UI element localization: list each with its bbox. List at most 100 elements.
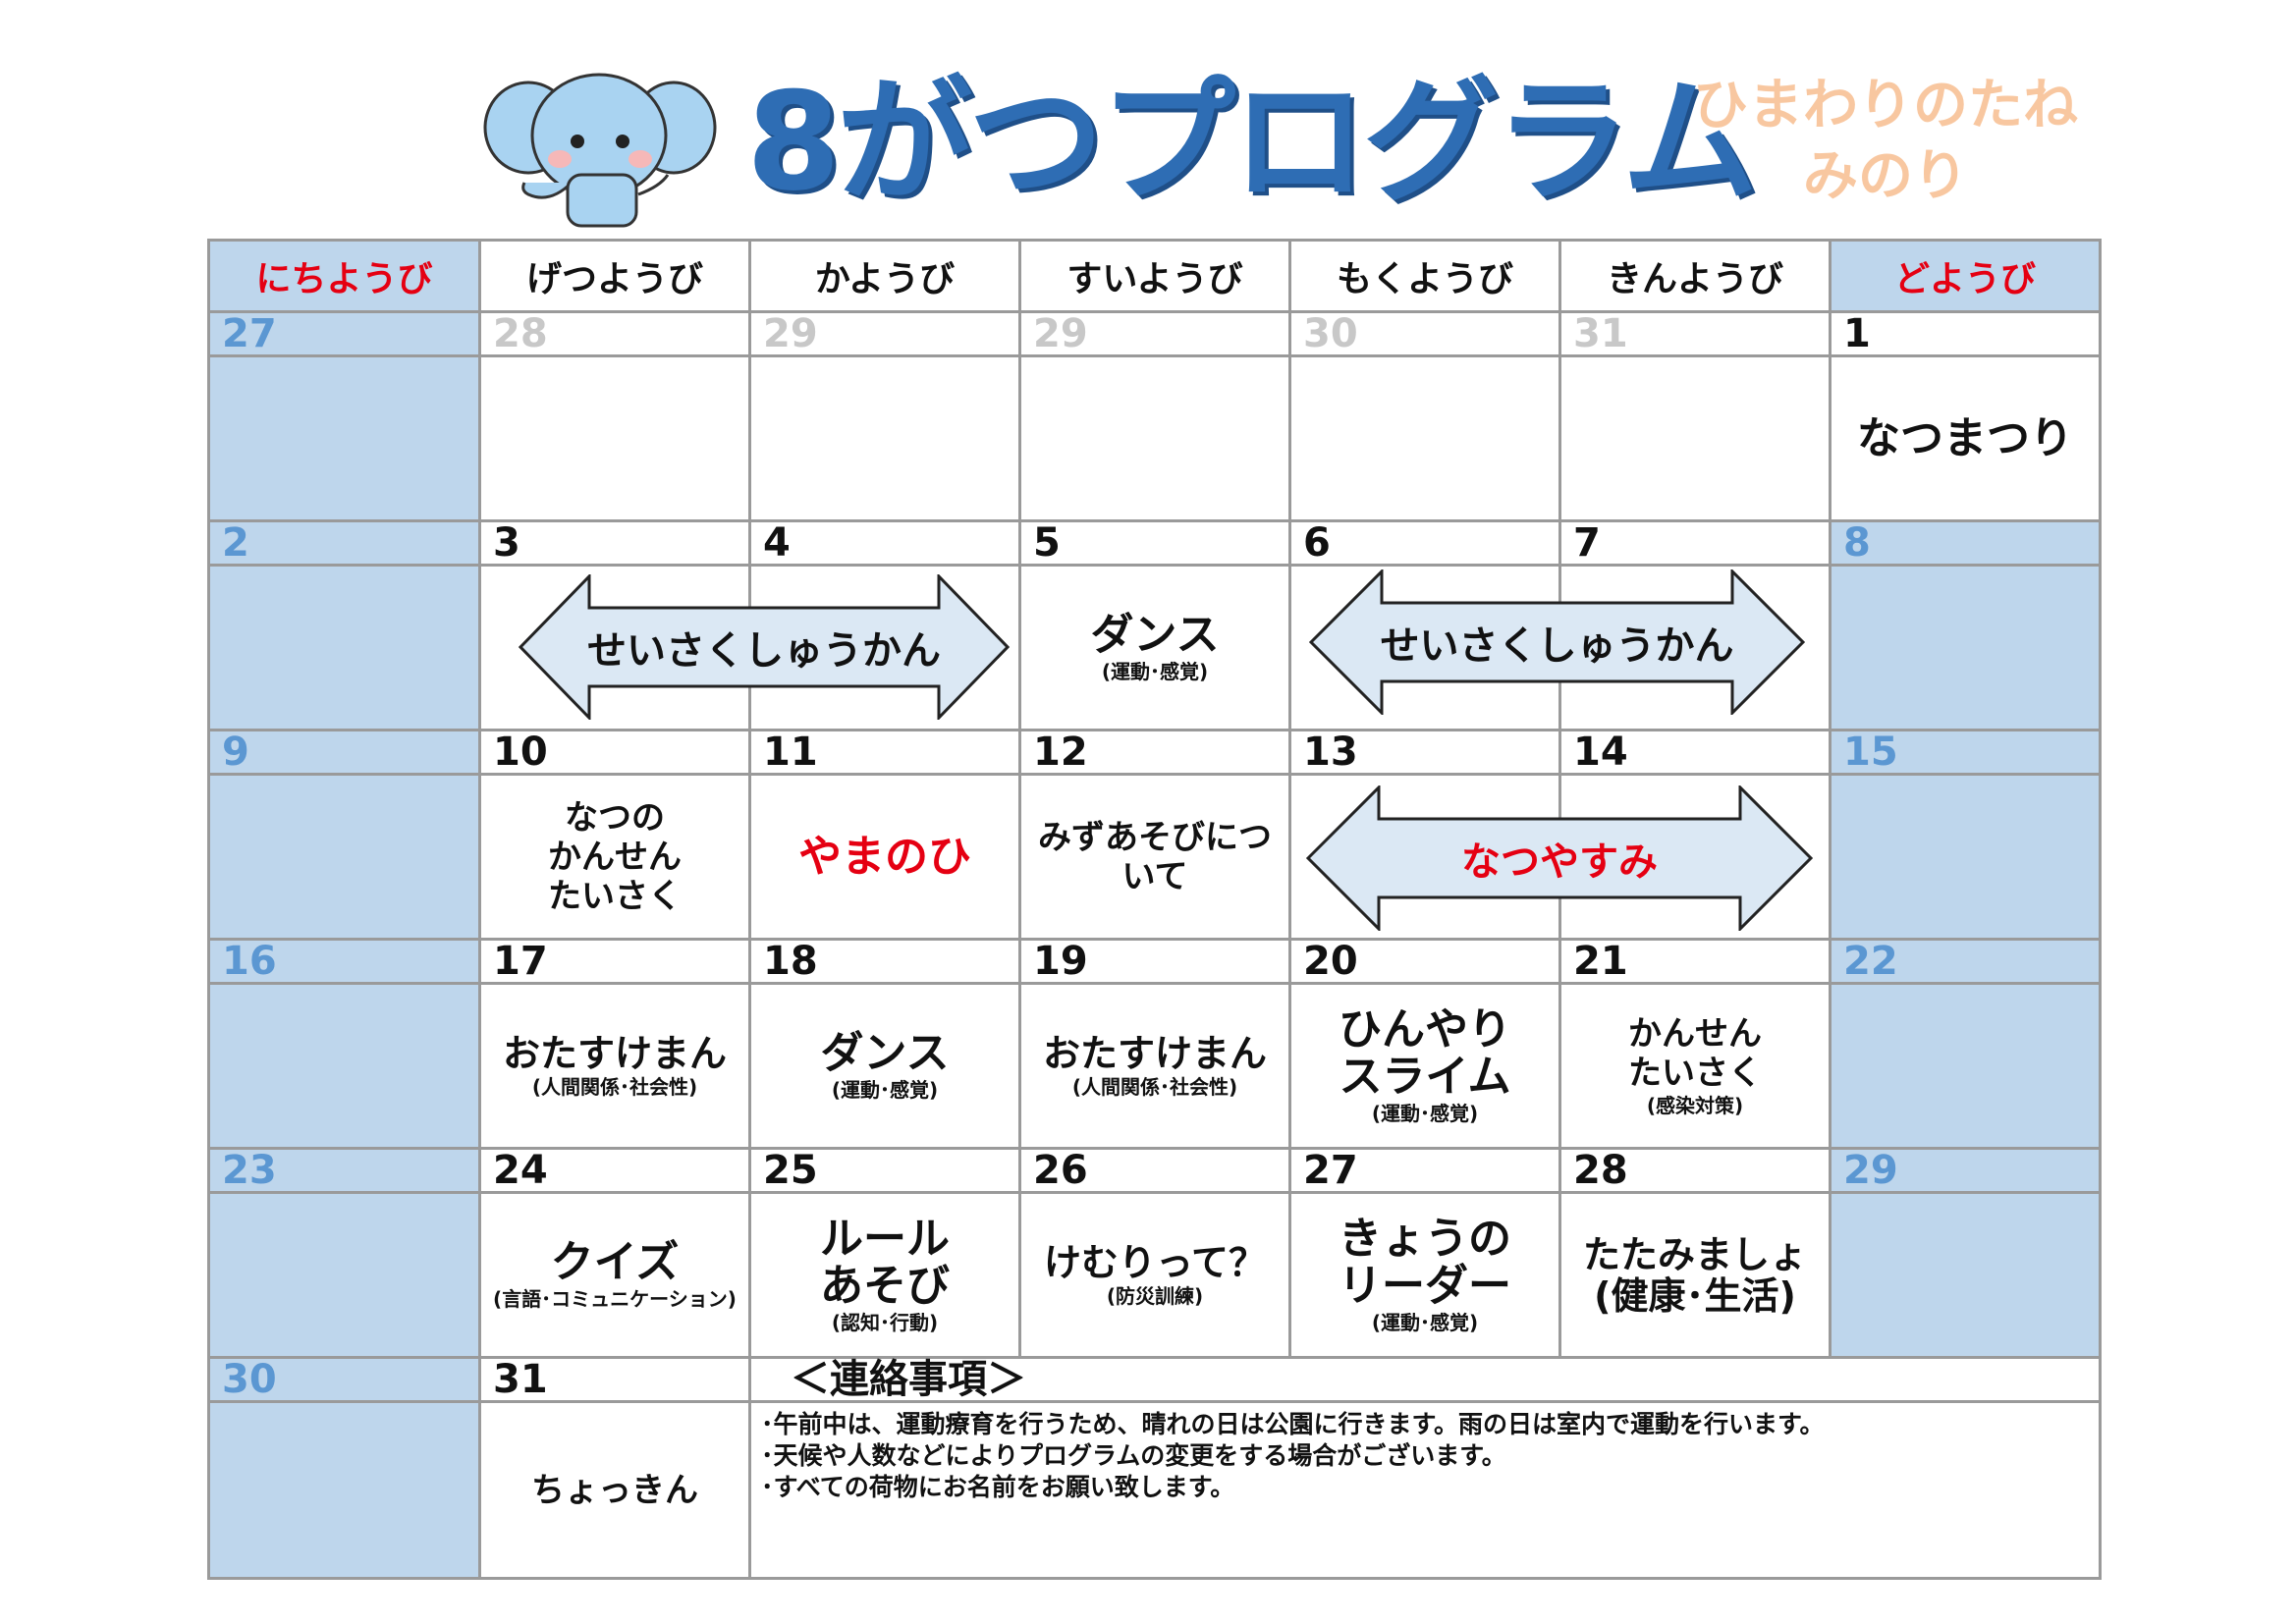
weekday-tuesday: かようび <box>748 239 1021 313</box>
day-cell <box>1829 1191 2102 1359</box>
date-number: 11 <box>748 729 1021 776</box>
event-category: (認知･行動) <box>831 1310 939 1334</box>
day-cell <box>1558 354 1831 522</box>
event-title: おたすけまん <box>502 1031 727 1075</box>
date-number: 25 <box>748 1147 1021 1194</box>
notes-heading: ＜連絡事項＞ <box>748 1356 2102 1403</box>
notes-line: ･午前中は、運動療育を行うため、晴れの日は公園に行きます。雨の日は室内で運動を行… <box>761 1410 1825 1438</box>
event-category: (人間関係･社会性) <box>531 1074 698 1099</box>
date-number: 27 <box>207 310 481 357</box>
day-cell: ひんやり スライム (運動･感覚) <box>1288 982 1561 1150</box>
event-category: (防災訓練) <box>1106 1283 1204 1308</box>
date-number: 28 <box>1558 1147 1831 1194</box>
day-cell <box>1288 354 1561 522</box>
event-title: クイズ <box>550 1236 680 1287</box>
page-title: 8がつプログラム <box>746 63 1758 221</box>
day-cell: たたみましょ (健康･生活) <box>1558 1191 1831 1359</box>
day-cell <box>207 1191 481 1359</box>
week-3-events: なつの かんせん たいさく やまのひ みずあそびにつ いて <box>207 773 2102 941</box>
day-cell: おたすけまん (人間関係･社会性) <box>1018 982 1291 1150</box>
date-number: 2 <box>207 519 481 567</box>
date-number: 5 <box>1018 519 1291 567</box>
calendar-grid: にちようび げつようび かようび すいようび もくようび きんようび どようび … <box>207 239 2102 1580</box>
date-number: 17 <box>478 938 751 985</box>
event-category: (運動･感覚) <box>1371 1101 1479 1125</box>
date-number: 18 <box>748 938 1021 985</box>
day-cell <box>478 354 751 522</box>
day-cell: ルール あそび (認知･行動) <box>748 1191 1021 1359</box>
event-title: ダンス <box>1090 609 1220 660</box>
week-1-dates: 27 28 29 29 30 31 1 <box>207 310 2102 357</box>
date-number: 15 <box>1829 729 2102 776</box>
day-cell: かんせん たいさく (感染対策) <box>1558 982 1831 1150</box>
event-title: せいさくしゅうかん <box>587 628 941 674</box>
double-arrow-icon: せいさくしゅうかん <box>1309 569 1805 715</box>
date-number: 12 <box>1018 729 1291 776</box>
double-arrow-icon: せいさくしゅうかん <box>519 574 1010 720</box>
date-number: 14 <box>1558 729 1831 776</box>
event-title-line: (健康･生活) <box>1594 1273 1796 1318</box>
event-category: (運動･感覚) <box>831 1077 939 1102</box>
event-category: (人間関係･社会性) <box>1071 1074 1238 1099</box>
event-title-line: たいさく <box>1628 1053 1762 1093</box>
day-cell <box>1018 354 1291 522</box>
date-number: 21 <box>1558 938 1831 985</box>
day-cell: みずあそびにつ いて <box>1018 773 1291 941</box>
day-cell <box>207 773 481 941</box>
event-title: なつまつり <box>1857 412 2073 463</box>
date-number: 8 <box>1829 519 2102 567</box>
date-number: 1 <box>1829 310 2102 357</box>
date-number: 9 <box>207 729 481 776</box>
week-2-events: ダンス (運動･感覚) <box>207 564 2102 731</box>
holiday-title: やまのひ <box>798 831 971 882</box>
date-number: 6 <box>1288 519 1561 567</box>
date-number: 31 <box>1558 310 1831 357</box>
event-category: (言語･コミュニケーション) <box>493 1286 737 1311</box>
date-number: 4 <box>748 519 1021 567</box>
day-cell: けむりって？ (防災訓練) <box>1018 1191 1291 1359</box>
double-arrow-icon: なつやすみ <box>1306 785 1813 931</box>
week-5-events: クイズ (言語･コミュニケーション) ルール あそび (認知･行動) けむりって… <box>207 1191 2102 1359</box>
event-title-line: きょうの <box>1339 1213 1511 1264</box>
date-number: 22 <box>1829 938 2102 985</box>
day-cell <box>1829 982 2102 1150</box>
day-cell <box>207 564 481 731</box>
day-cell: やまのひ <box>748 773 1021 941</box>
date-number: 27 <box>1288 1147 1561 1194</box>
day-cell <box>207 1400 481 1580</box>
date-number: 30 <box>1288 310 1561 357</box>
day-cell: きょうの リーダー (運動･感覚) <box>1288 1191 1561 1359</box>
day-cell: なつまつり <box>1829 354 2102 522</box>
event-title-line: たいさく <box>548 876 682 916</box>
day-cell <box>207 354 481 522</box>
holiday-title: なつやすみ <box>1461 839 1658 885</box>
organization-name: ひまわりのたね みのり <box>1669 71 2102 212</box>
day-cell <box>1829 564 2102 731</box>
week-3-dates: 9 10 11 12 13 14 15 <box>207 729 2102 776</box>
day-cell <box>207 982 481 1150</box>
week-4-events: おたすけまん (人間関係･社会性) ダンス (運動･感覚) おたすけまん (人間… <box>207 982 2102 1150</box>
date-number: 29 <box>1018 310 1291 357</box>
date-number: 29 <box>1829 1147 2102 1194</box>
date-number: 23 <box>207 1147 481 1194</box>
day-cell <box>1829 773 2102 941</box>
event-title-line: なつの <box>565 797 665 838</box>
event-category: (感染対策) <box>1646 1093 1744 1117</box>
day-cell: ダンス (運動･感覚) <box>748 982 1021 1150</box>
day-cell: ダンス (運動･感覚) <box>1018 564 1291 731</box>
day-cell: なつの かんせん たいさく <box>478 773 751 941</box>
date-number: 10 <box>478 729 751 776</box>
event-category: (運動･感覚) <box>1371 1310 1479 1334</box>
event-title-line: かんせん <box>548 837 682 877</box>
weekday-monday: げつようび <box>478 239 751 313</box>
organization-line-2: みのり <box>1803 144 1968 208</box>
weekday-thursday: もくようび <box>1288 239 1561 313</box>
week-6-dates: 30 31 ＜連絡事項＞ <box>207 1356 2102 1403</box>
day-cell: おたすけまん (人間関係･社会性) <box>478 982 751 1150</box>
date-number: 28 <box>478 310 751 357</box>
date-number: 29 <box>748 310 1021 357</box>
event-title-line: かんせん <box>1628 1013 1762 1054</box>
weekday-sunday: にちようび <box>207 239 481 313</box>
date-number: 31 <box>478 1356 751 1403</box>
event-title-line: たたみましょ <box>1582 1232 1807 1276</box>
